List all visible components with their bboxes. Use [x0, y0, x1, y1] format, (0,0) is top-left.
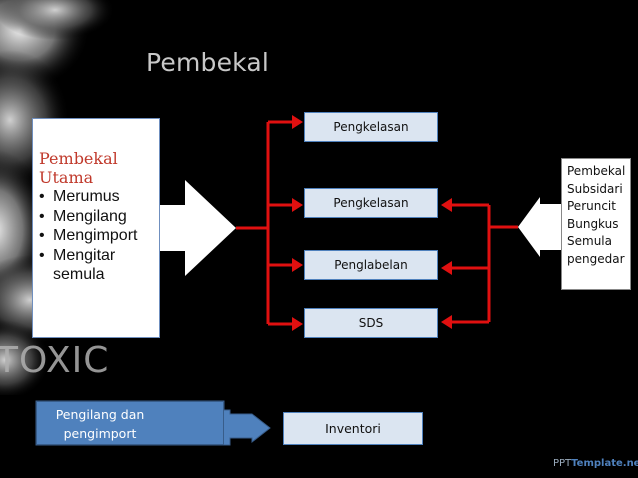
- secondary-supplier-line-subsidari: Subsidari: [567, 181, 623, 196]
- manufacturer-importer-line1: Pengilang dan: [55, 407, 145, 422]
- main-supplier-arrow: [160, 180, 236, 276]
- secondary-supplier-box: Pembekal Subsidari Peruncit Bungkus Semu…: [561, 158, 631, 290]
- main-supplier-item-mengilang: Mengilang: [39, 207, 153, 227]
- secondary-supplier-line-pembekal: Pembekal: [567, 164, 626, 178]
- box-inventori: Inventori: [283, 412, 423, 445]
- secondary-supplier-line-semula: Semula: [567, 234, 612, 248]
- brand-part1: PPT: [553, 458, 572, 469]
- brand-part2: Template.net: [571, 458, 638, 469]
- secondary-supplier-line-pengedar: pengedar: [567, 251, 625, 266]
- manufacturer-importer-box: Pengilang dan pengimport: [36, 401, 224, 445]
- box-sds: SDS: [304, 308, 438, 338]
- box-pengkelasan-1: Pengkelasan: [304, 112, 438, 142]
- secondary-supplier-line-bungkus: Bungkus: [567, 216, 619, 231]
- arrowhead-sds: [292, 317, 303, 331]
- main-supplier-item-mengitar: Mengitar: [39, 246, 153, 266]
- main-supplier-heading: Pembekal Utama: [39, 149, 153, 187]
- main-supplier-item-merumus: Merumus: [39, 187, 153, 207]
- main-supplier-item-semula: semula: [53, 266, 105, 283]
- secondary-supplier-line-peruncit: Peruncit: [567, 199, 616, 213]
- main-supplier-box: Pembekal Utama Merumus Mengilang Mengimp…: [32, 118, 160, 338]
- arrowhead-penglabelan: [292, 258, 303, 272]
- main-supplier-heading-line1: Pembekal: [39, 149, 118, 168]
- arrowhead-sds-right: [441, 315, 452, 329]
- main-supplier-heading-line2: Utama: [39, 168, 94, 187]
- toxic-watermark: TOXIC: [0, 340, 110, 381]
- arrowhead-pengkelasan1: [292, 115, 303, 129]
- box-pengkelasan-2: Pengkelasan: [304, 188, 438, 218]
- arrowhead-penglabelan-right: [441, 261, 452, 275]
- slide-title: Pembekal: [146, 48, 270, 77]
- main-supplier-item-mengimport: Mengimport: [39, 226, 153, 246]
- arrowhead-pengkelasan2-right: [441, 198, 452, 212]
- manufacturer-importer-line2: pengimport: [63, 426, 137, 441]
- secondary-supplier-arrow: [518, 197, 561, 257]
- arrowhead-pengkelasan2: [292, 198, 303, 212]
- main-supplier-list: Merumus Mengilang Mengimport Mengitar: [39, 187, 153, 265]
- box-penglabelan: Penglabelan: [304, 250, 438, 280]
- brand-logo: PPTTemplate.net: [553, 458, 638, 469]
